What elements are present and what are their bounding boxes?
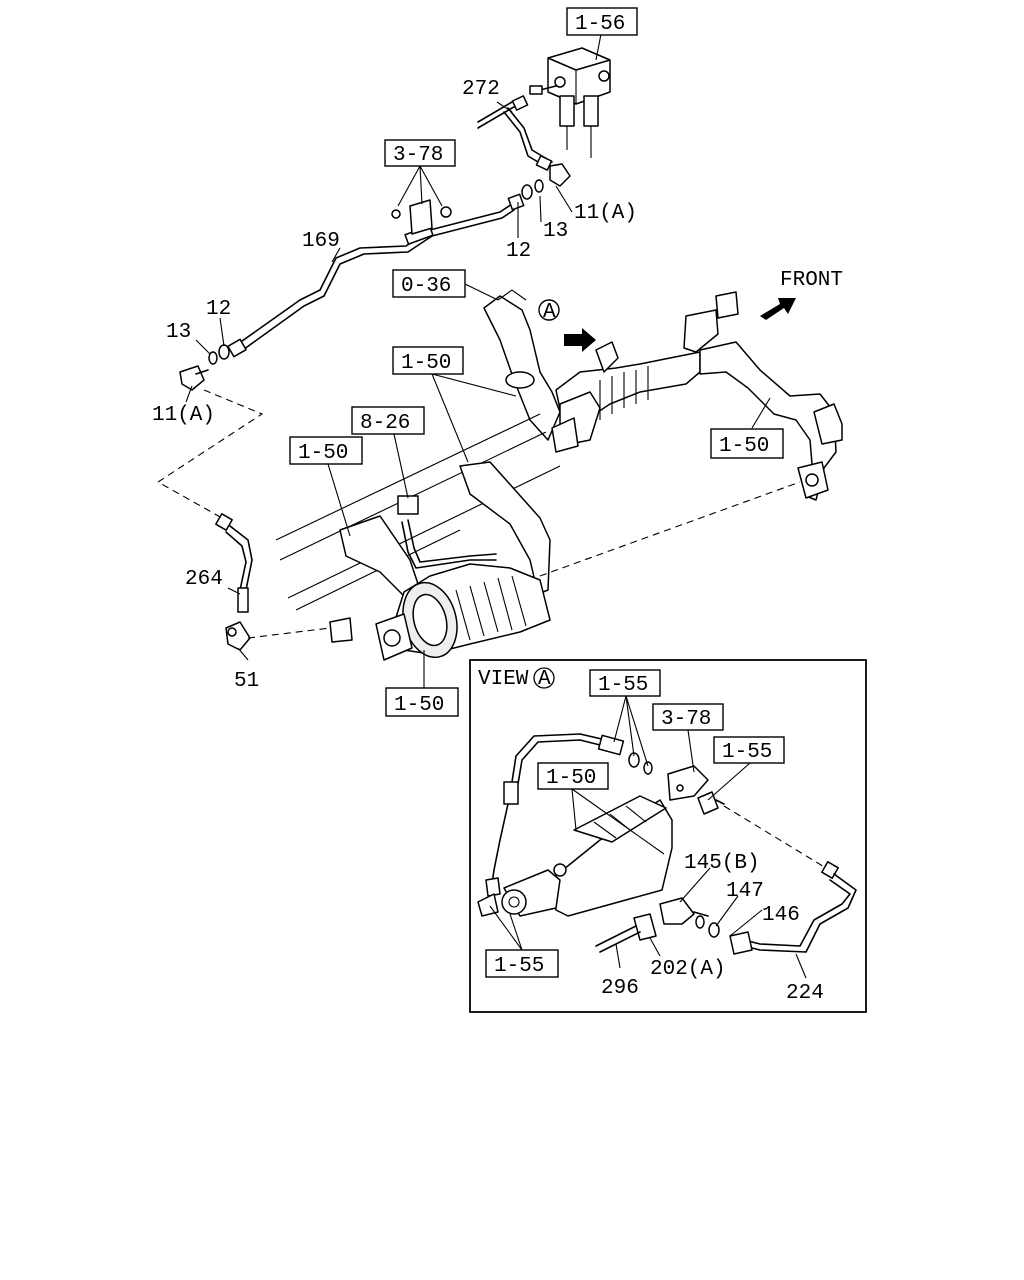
view-a-arrow bbox=[538, 299, 596, 352]
callout-1-50-bottom: 1-50 bbox=[394, 694, 444, 717]
inset-callout-1-55-c: 1-55 bbox=[494, 955, 544, 978]
exhaust-pipe bbox=[483, 289, 843, 501]
callout-12-top: 12 bbox=[506, 240, 531, 263]
callout-1-50-b: 1-50 bbox=[298, 442, 348, 465]
view-a-marker: A bbox=[543, 301, 556, 324]
inset-callout-1-55-a-box bbox=[589, 669, 661, 697]
leader-lines-main bbox=[156, 33, 801, 688]
inset-title: VIEW bbox=[478, 668, 529, 691]
callout-12-left: 12 bbox=[206, 298, 231, 321]
callout-0-36: 0-36 bbox=[401, 275, 451, 298]
callout-11a-left: 11(A) bbox=[152, 404, 215, 427]
callout-3-78-box bbox=[384, 139, 456, 167]
callout-11a-top: 11(A) bbox=[574, 202, 637, 225]
inset-callout-3-78: 3-78 bbox=[661, 708, 711, 731]
inset-callout-147: 147 bbox=[726, 880, 764, 903]
callout-264: 264 bbox=[185, 568, 223, 591]
callout-13-left: 13 bbox=[166, 321, 191, 344]
bracket-3-78-top bbox=[391, 199, 452, 235]
inset-callout-145b: 145(B) bbox=[684, 852, 760, 875]
callout-1-56: 1-56 bbox=[575, 13, 625, 36]
pipe-264 bbox=[215, 513, 253, 651]
callout-1-50-a-box bbox=[392, 346, 464, 375]
callout-1-50-a: 1-50 bbox=[401, 352, 451, 375]
callout-8-26-box bbox=[351, 406, 425, 435]
inset-callout-202a: 202(A) bbox=[650, 958, 726, 981]
callout-1-50-bottom-box bbox=[385, 687, 459, 717]
callout-51: 51 bbox=[234, 670, 259, 693]
callout-169: 169 bbox=[302, 230, 340, 253]
callout-1-56-box bbox=[566, 7, 638, 36]
inset-view-a: VIEW A bbox=[469, 659, 867, 1013]
front-arrow bbox=[760, 298, 796, 320]
inset-callout-1-55-c-box bbox=[485, 949, 559, 978]
pipe-272 bbox=[477, 95, 571, 187]
inset-callout-296: 296 bbox=[601, 977, 639, 1000]
inset-callout-1-55-b: 1-55 bbox=[722, 741, 772, 764]
inset-callout-1-50: 1-50 bbox=[546, 767, 596, 790]
callout-1-50-right-box bbox=[710, 428, 784, 459]
pipe-169 bbox=[179, 179, 544, 391]
callout-1-50-b-box bbox=[289, 436, 363, 465]
callout-8-26: 8-26 bbox=[360, 412, 410, 435]
inset-callout-1-50-box bbox=[537, 762, 609, 790]
front-label: FRONT bbox=[780, 269, 843, 292]
muffler-converter bbox=[329, 461, 551, 661]
inset-marker: A bbox=[538, 668, 551, 691]
inset-callout-1-55-a: 1-55 bbox=[598, 674, 648, 697]
callout-272: 272 bbox=[462, 78, 500, 101]
valve-assembly bbox=[529, 47, 611, 158]
callout-1-50-right: 1-50 bbox=[719, 435, 769, 458]
callout-13-top: 13 bbox=[543, 220, 568, 243]
inset-callout-3-78-box bbox=[652, 703, 724, 731]
callout-3-78-top: 3-78 bbox=[393, 144, 443, 167]
inset-callout-1-55-b-box bbox=[713, 736, 785, 764]
callout-0-36-box bbox=[392, 269, 466, 298]
inset-callout-224: 224 bbox=[786, 982, 824, 1005]
inset-callout-146: 146 bbox=[762, 904, 800, 927]
